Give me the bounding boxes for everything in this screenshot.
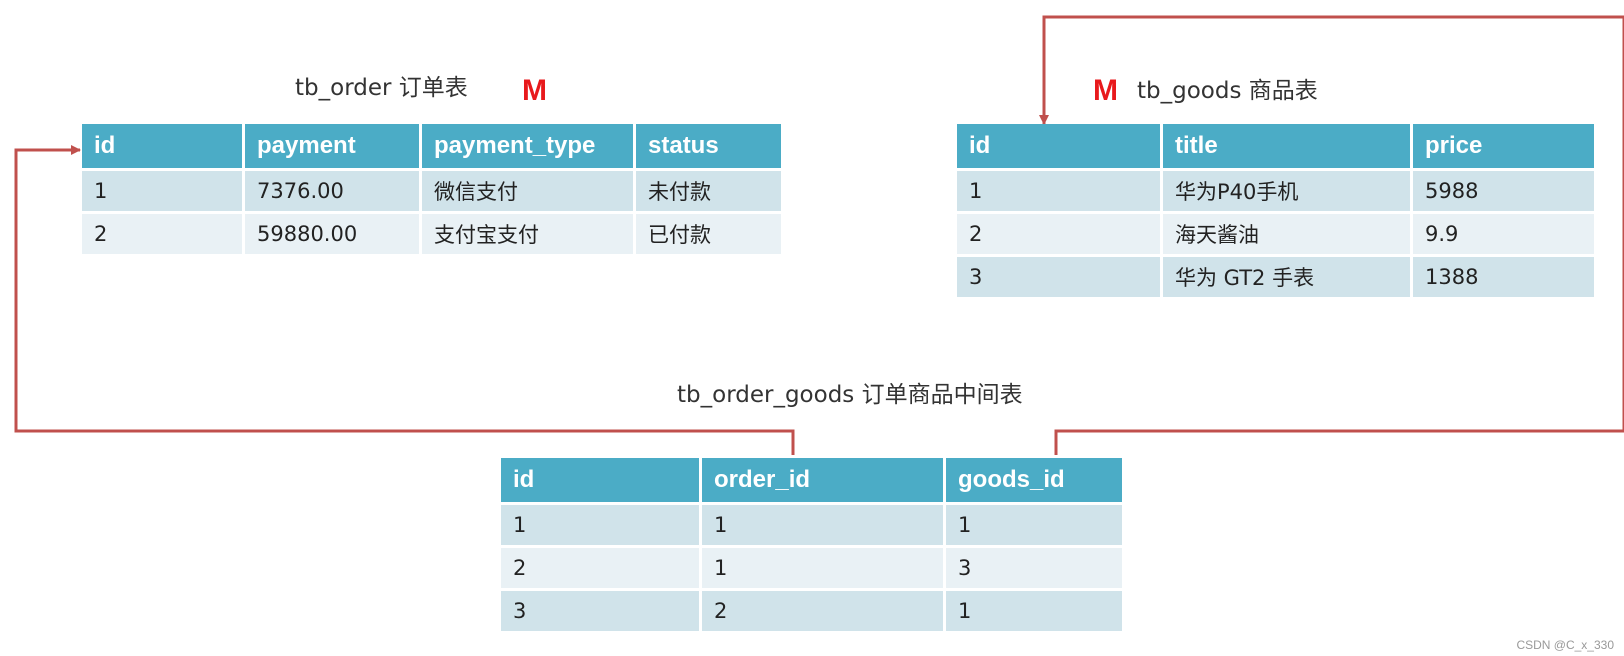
table-row: 2 59880.00 支付宝支付 已付款 [82,214,781,254]
table-header-row: id title price [957,124,1594,168]
table-cell: 3 [946,548,1122,588]
goods-table-caption: tb_goods 商品表 [1137,78,1318,104]
table-cell: 1 [702,505,943,545]
table-cell: 2 [82,214,242,254]
table-row: 1 7376.00 微信支付 未付款 [82,171,781,211]
table-cell: 3 [501,591,699,631]
table-row: 3 2 1 [501,591,1122,631]
table-cell: 1 [702,548,943,588]
table-row: 2 1 3 [501,548,1122,588]
table-cell: 华为P40手机 [1163,171,1410,211]
column-header: id [82,124,242,168]
table-cell: 微信支付 [422,171,633,211]
table-cell: 3 [957,257,1160,297]
goods-table: id title price 1 华为P40手机 5988 2 海天酱油 9.9… [954,121,1597,300]
table-header-row: id payment payment_type status [82,124,781,168]
column-header: title [1163,124,1410,168]
table-cell: 1 [946,505,1122,545]
table-row: 1 华为P40手机 5988 [957,171,1594,211]
table-cell: 1 [946,591,1122,631]
table-cell: 9.9 [1413,214,1594,254]
goods-many-marker: M [1093,74,1118,107]
table-row: 1 1 1 [501,505,1122,545]
order-goods-table-caption: tb_order_goods 订单商品中间表 [677,382,1023,408]
column-header: order_id [702,458,943,502]
table-cell: 7376.00 [245,171,419,211]
table-cell: 支付宝支付 [422,214,633,254]
order-table-caption: tb_order 订单表 [295,75,468,101]
column-header: id [957,124,1160,168]
table-cell: 已付款 [636,214,781,254]
table-row: 2 海天酱油 9.9 [957,214,1594,254]
table-cell: 1 [957,171,1160,211]
column-header: goods_id [946,458,1122,502]
table-cell: 1 [82,171,242,211]
column-header: status [636,124,781,168]
column-header: price [1413,124,1594,168]
table-cell: 2 [957,214,1160,254]
column-header: payment_type [422,124,633,168]
table-header-row: id order_id goods_id [501,458,1122,502]
table-cell: 海天酱油 [1163,214,1410,254]
column-header: id [501,458,699,502]
order-many-marker: M [522,74,547,107]
column-header: payment [245,124,419,168]
table-cell: 1388 [1413,257,1594,297]
table-cell: 2 [501,548,699,588]
watermark: CSDN @C_x_330 [1516,638,1614,652]
table-cell: 5988 [1413,171,1594,211]
order-table: id payment payment_type status 1 7376.00… [79,121,784,257]
table-cell: 2 [702,591,943,631]
table-cell: 未付款 [636,171,781,211]
table-row: 3 华为 GT2 手表 1388 [957,257,1594,297]
table-cell: 59880.00 [245,214,419,254]
table-cell: 华为 GT2 手表 [1163,257,1410,297]
order-goods-table: id order_id goods_id 1 1 1 2 1 3 3 2 1 [498,455,1125,634]
table-cell: 1 [501,505,699,545]
